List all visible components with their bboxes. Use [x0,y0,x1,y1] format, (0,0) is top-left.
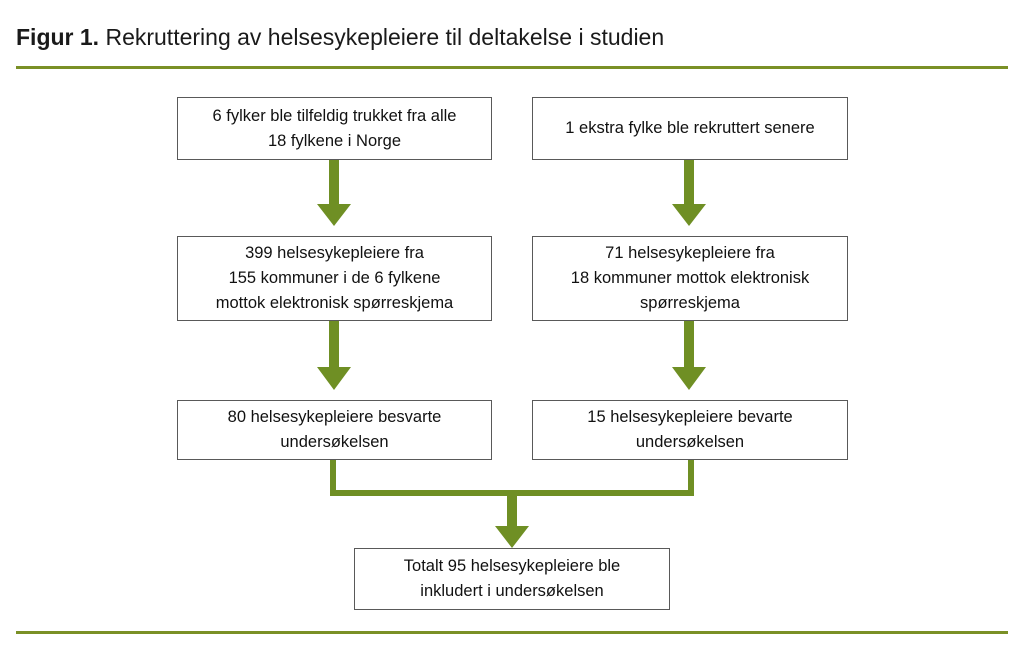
flow-node-questionnaire-right: 71 helsesykepleiere fra 18 kommuner mott… [532,236,848,321]
arrow-down-icon-r2c2-to-r3c2 [672,321,706,390]
figure-caption: Rekruttering av helsesykepleiere til del… [105,24,665,50]
flow-node-text: Totalt 95 helsesykepleiere ble inkludert… [403,557,621,600]
flow-node-text: 399 helsesykepleiere fra 155 kommuner i … [215,244,454,312]
arrow-down-icon-r1c2-to-r2c2 [672,160,706,226]
flow-node-text: 80 helsesykepleiere besvarte undersøkels… [227,408,442,451]
flow-node-extra-county: 1 ekstra fylke ble rekruttert senere [532,97,848,160]
flow-node-text: 71 helsesykepleiere fra 18 kommuner mott… [570,244,810,312]
flow-node-text: 15 helsesykepleiere bevarte undersøkelse… [587,408,793,451]
flow-node-responded-right: 15 helsesykepleiere bevarte undersøkelse… [532,400,848,460]
merge-arrow-down-icon-to-total [330,460,694,548]
page-title: Figur 1. Rekruttering av helsesykepleier… [16,22,976,52]
figure-label: Figur 1. [16,24,100,50]
divider-bottom [16,631,1008,634]
flow-node-questionnaire-left: 399 helsesykepleiere fra 155 kommuner i … [177,236,492,321]
flow-node-responded-left: 80 helsesykepleiere besvarte undersøkels… [177,400,492,460]
divider-top [16,66,1008,69]
flow-node-sampled-counties: 6 fylker ble tilfeldig trukket fra alle … [177,97,492,160]
flow-node-text: 6 fylker ble tilfeldig trukket fra alle … [212,106,457,150]
flow-node-text: 1 ekstra fylke ble rekruttert senere [565,119,815,137]
arrow-down-icon-r2c1-to-r3c1 [317,321,351,390]
flow-node-total-included: Totalt 95 helsesykepleiere ble inkludert… [354,548,670,610]
arrow-down-icon-r1c1-to-r2c1 [317,160,351,226]
